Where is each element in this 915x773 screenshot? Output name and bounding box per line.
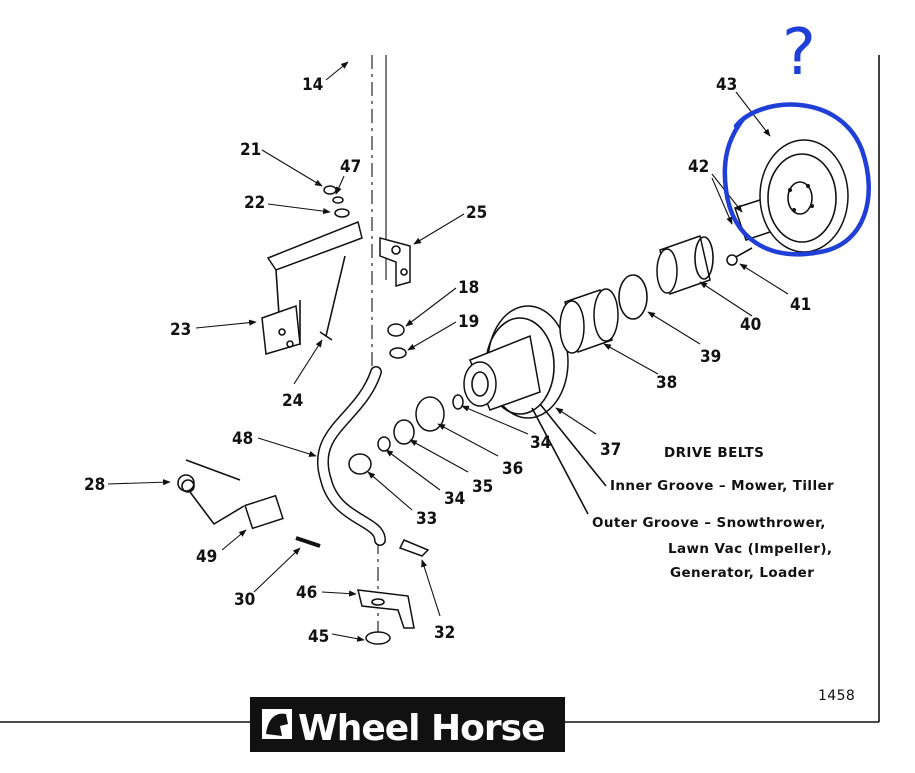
callout-46: 46 <box>296 583 317 603</box>
outer-groove-leader <box>531 407 589 515</box>
clip-49 <box>244 494 284 530</box>
outer-groove-text-2: Lawn Vac (Impeller), <box>668 541 832 557</box>
nut-45 <box>365 631 391 645</box>
callout-39: 39 <box>700 347 721 367</box>
bearing-36 <box>415 396 445 432</box>
callout-42: 42 <box>688 157 709 177</box>
pulley-43 <box>759 139 849 253</box>
inner-groove-text: Inner Groove – Mower, Tiller <box>610 478 834 494</box>
callout-41: 41 <box>790 295 811 315</box>
bolt-41 <box>733 247 753 259</box>
callout-45: 45 <box>308 627 329 647</box>
callout-25: 25 <box>466 203 487 223</box>
callout-14: 14 <box>302 75 323 95</box>
pulley-37 <box>463 305 569 419</box>
callout-24: 24 <box>282 391 303 411</box>
callout-36: 36 <box>502 459 523 479</box>
washer-47 <box>332 196 344 204</box>
callout-18: 18 <box>458 278 479 298</box>
bracket-23 <box>261 220 363 355</box>
callout-32: 32 <box>434 623 455 643</box>
nut-21 <box>323 185 337 195</box>
callout-40: 40 <box>740 315 761 335</box>
figure-number: 1458 <box>818 688 855 704</box>
drive-belts-heading: DRIVE BELTS <box>664 445 764 461</box>
callout-19: 19 <box>458 312 479 332</box>
washer-34b <box>452 394 464 410</box>
drive-belts-note: DRIVE BELTS Inner Groove – Mower, Tiller… <box>592 445 834 581</box>
callout-22: 22 <box>244 193 265 213</box>
callout-28: 28 <box>84 475 105 495</box>
callout-48: 48 <box>232 429 253 449</box>
callout-43: 43 <box>716 75 737 95</box>
ring-35 <box>393 419 415 445</box>
callout-30: 30 <box>234 590 255 610</box>
question-mark: ? <box>782 16 816 90</box>
callout-34a: 34 <box>444 489 465 509</box>
pin-30 <box>295 536 321 548</box>
sleeve-40 <box>656 235 714 295</box>
callout-33: 33 <box>416 509 437 529</box>
nut-19 <box>389 347 407 359</box>
blue-annotation: ? <box>722 16 871 257</box>
bushing-18 <box>387 323 405 337</box>
outer-groove-text-1: Outer Groove – Snowthrower, <box>592 515 826 531</box>
horse-head-icon <box>266 713 288 736</box>
collar-33 <box>348 453 372 475</box>
spring-28 <box>177 459 245 526</box>
washer-34a <box>377 436 391 452</box>
callout-47: 47 <box>340 157 361 177</box>
callout-labels: 14 21 47 22 25 18 19 23 24 48 28 49 30 3… <box>84 75 811 647</box>
blue-circle-marker <box>722 102 871 257</box>
callout-35: 35 <box>472 477 493 497</box>
bearing-38 <box>559 288 619 354</box>
bracket-25 <box>379 237 411 287</box>
outer-groove-text-3: Generator, Loader <box>670 565 814 581</box>
bolt-24 <box>319 255 346 341</box>
callout-34b: 34 <box>530 433 551 453</box>
callout-21: 21 <box>240 140 261 160</box>
bracket-46 <box>357 589 415 629</box>
wheel-horse-logo: Wheel Horse <box>250 697 565 752</box>
callout-49: 49 <box>196 547 217 567</box>
washer-22 <box>334 208 350 218</box>
callout-23: 23 <box>170 320 191 340</box>
brand-name: Wheel Horse <box>298 708 545 749</box>
callout-38: 38 <box>656 373 677 393</box>
callout-arrows <box>107 61 789 642</box>
inner-groove-leader <box>539 403 607 487</box>
clip-32 <box>398 539 430 557</box>
ring-39 <box>618 274 648 320</box>
callout-37: 37 <box>600 440 621 460</box>
